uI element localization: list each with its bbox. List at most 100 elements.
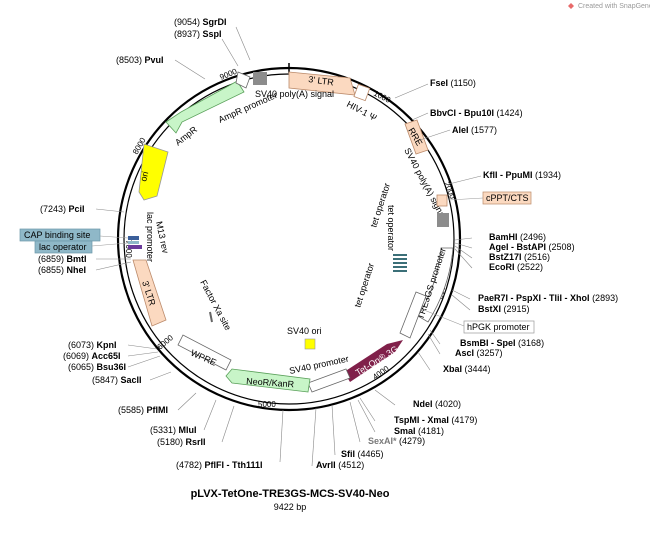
site-leader-line	[203, 399, 217, 431]
site-separator: -	[541, 293, 549, 303]
backbone	[116, 63, 462, 412]
restriction-site: (5331) MluI	[150, 399, 217, 435]
site-leader-line	[444, 175, 482, 186]
site-leader-line	[394, 83, 429, 99]
site-leader-line	[221, 38, 239, 67]
factor-xa-label: Factor Xa site	[198, 278, 233, 332]
site-position: (5180)	[157, 437, 183, 447]
site-label: BsmBI - SpeI (3168)	[460, 338, 544, 348]
site-enzyme-name: FseI	[430, 78, 448, 88]
restriction-site: (8503) PvuI	[116, 55, 206, 80]
restriction-site: PaeR7I - PspXI - TliI - XhoI (2893)	[451, 289, 618, 303]
site-label: PaeR7I - PspXI - TliI - XhoI (2893)	[478, 293, 618, 303]
hiv-psi-shape	[353, 83, 371, 102]
site-separator: -	[498, 170, 506, 180]
restriction-site: (5585) PflMI	[118, 392, 197, 415]
restriction-site: AleI (1577)	[419, 125, 497, 141]
site-enzyme-name: SspI	[203, 29, 222, 39]
restriction-site: SexAI* (4279)	[349, 401, 425, 446]
site-label: (8937) SspI	[174, 29, 222, 39]
site-separator: -	[508, 293, 516, 303]
sv40-polya-top-label: SV40 poly(A) signal	[255, 89, 334, 99]
site-enzyme-name: EcoRI	[489, 262, 515, 272]
site-enzyme-name: TspMI	[394, 415, 419, 425]
ampr-promoter-shape	[235, 71, 251, 89]
restriction-site: BstZ17I (2516)	[454, 245, 550, 262]
restriction-site: AgeI - BstAPI (2508)	[454, 242, 575, 252]
site-leader-line	[149, 371, 172, 381]
site-label: (8503) PvuI	[116, 55, 164, 65]
site-leader-line	[454, 237, 473, 241]
site-enzyme-name: Bpu10I	[464, 108, 494, 118]
tick-7000: 7000	[124, 240, 133, 258]
site-label: (6859) BmtI	[38, 254, 87, 264]
teton-shape	[344, 340, 403, 382]
site-enzyme-name: SgrDI	[203, 17, 227, 27]
site-position: (4512)	[338, 460, 364, 470]
site-label: AgeI - BstAPI (2508)	[489, 242, 575, 252]
restriction-site: (9054) SgrDI	[174, 17, 251, 61]
site-leader-line	[451, 294, 471, 311]
restriction-site: BbvCI - Bpu10I (1424)	[411, 108, 523, 121]
site-separator: -	[489, 338, 497, 348]
site-leader-line	[454, 242, 473, 249]
tet-operator-label-1: tet operator	[386, 205, 396, 251]
site-label: (5331) MluI	[150, 425, 197, 435]
credit-text: Created with SnapGene®	[578, 2, 650, 10]
site-enzyme-name: PflMI	[147, 405, 169, 415]
site-leader-line	[221, 405, 235, 443]
site-enzyme-name: MluI	[179, 425, 197, 435]
tet-operator-block	[393, 254, 407, 272]
site-leader-line	[279, 409, 284, 463]
restriction-site: (6073) KpnI	[68, 340, 158, 350]
site-enzyme-name: KflI	[483, 170, 498, 180]
hpgk-callout-box	[463, 320, 535, 334]
site-enzyme-name: XmaI	[427, 415, 449, 425]
site-label: (6855) NheI	[38, 265, 86, 275]
factor-xa-shape	[209, 311, 213, 323]
site-leader-line	[95, 208, 125, 213]
site-enzyme-name: AvrII	[316, 460, 336, 470]
site-separator: -	[224, 460, 232, 470]
site-position: (4179)	[451, 415, 477, 425]
restriction-site: BsmBI - SpeI (3168)	[429, 329, 544, 348]
site-label: AvrII (4512)	[316, 460, 364, 470]
site-enzyme-name: NdeI	[413, 399, 433, 409]
site-enzyme-name: PflFI	[205, 460, 225, 470]
site-position: (4279)	[399, 436, 425, 446]
restriction-site: (6859) BmtI	[38, 254, 131, 264]
restriction-site: (5847) SacII	[92, 371, 172, 385]
site-label: BamHI (2496)	[489, 232, 546, 242]
restriction-site: SfiI (4465)	[331, 404, 384, 459]
site-label: BbvCI - Bpu10I (1424)	[430, 108, 523, 118]
tet-operator-label-3: tet operator	[352, 262, 376, 309]
site-position: (8503)	[116, 55, 142, 65]
restriction-site: AscI (3257)	[427, 333, 503, 358]
site-enzyme-name: XbaI	[443, 364, 462, 374]
site-enzyme-name: PciI	[69, 204, 85, 214]
restriction-site: (6069) Acc65I	[63, 351, 159, 361]
site-enzyme-name: SpeI	[497, 338, 516, 348]
site-position: (4465)	[358, 449, 384, 459]
site-position: (5847)	[92, 375, 118, 385]
restriction-site: BstXI (2915)	[451, 294, 530, 314]
site-label: AleI (1577)	[452, 125, 497, 135]
restriction-site: BamHI (2496)	[454, 232, 546, 242]
site-enzyme-name: PaeR7I	[478, 293, 508, 303]
site-position: (1934)	[535, 170, 561, 180]
site-position: (3257)	[477, 348, 503, 358]
site-separator: -	[456, 108, 464, 118]
hpgk-label: hPGK promoter	[467, 322, 530, 332]
site-label: BstXI (2915)	[478, 304, 530, 314]
site-position: (9054)	[174, 17, 200, 27]
site-label: BstZ17I (2516)	[489, 252, 550, 262]
site-separator: -	[419, 415, 427, 425]
site-leader-line	[429, 329, 441, 345]
plasmid-size: 9422 bp	[274, 502, 307, 512]
site-enzyme-name: NheI	[67, 265, 87, 275]
site-enzyme-name: Bsu36I	[97, 362, 127, 372]
site-position: (4782)	[176, 460, 202, 470]
restriction-site: (6065) Bsu36I	[68, 355, 161, 372]
site-position: (6855)	[38, 265, 64, 275]
site-enzyme-name: BbvCI	[430, 108, 456, 118]
